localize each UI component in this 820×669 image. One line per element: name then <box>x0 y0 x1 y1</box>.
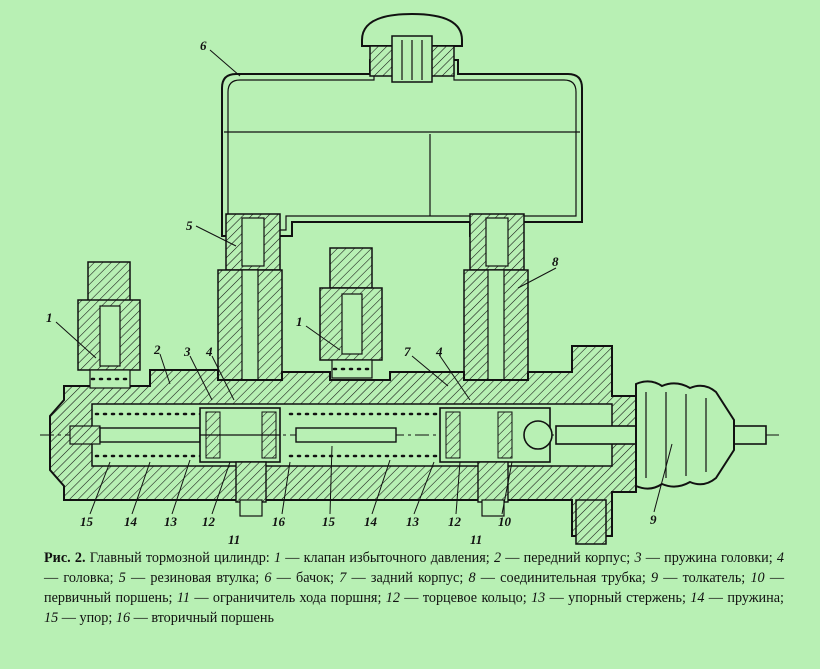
reservoir <box>221 12 583 237</box>
figure-title: Главный тормозной цилиндр: <box>89 550 270 566</box>
legend-item: 10 — первичный поршень; <box>44 570 784 606</box>
legend-number: 3 <box>634 550 642 566</box>
legend-item: 4 — головка; <box>44 550 784 586</box>
callout-2: 2 <box>153 342 161 357</box>
legend-text: — пружина головки; <box>641 550 777 566</box>
legend-number: 11 <box>176 590 190 606</box>
callout-14-left: 14 <box>124 514 138 529</box>
legend-number: 2 <box>493 550 502 566</box>
legend-text: — первичный поршень; <box>44 570 785 606</box>
master-cylinder-diagram: 6 5 8 1 1 2 3 4 7 4 15 14 13 12 11 16 15… <box>40 12 780 545</box>
legend-text: — задний корпус; <box>346 570 469 586</box>
legend-item: 5 — резиновая втулка; <box>119 570 265 586</box>
stroke-limiter-right <box>477 461 509 517</box>
legend-number: 8 <box>468 570 476 586</box>
callout-4-left: 4 <box>205 344 213 359</box>
legend-number: 9 <box>650 570 659 586</box>
legend-text: — бачок; <box>271 570 340 586</box>
callout-1-center: 1 <box>296 314 303 329</box>
legend-item: 1 — клапан избыточного давления; <box>274 550 494 566</box>
callout-4-right: 4 <box>435 344 443 359</box>
rubber-sleeve-left <box>225 213 281 271</box>
legend-item: 2 — передний корпус; <box>494 550 634 566</box>
secondary-piston <box>199 407 281 463</box>
legend-number: 7 <box>339 570 347 586</box>
stop <box>69 425 101 445</box>
legend-text: — резиновая втулка; <box>125 570 265 586</box>
figure-caption: Рис. 2. Главный тормозной цилиндр: 1 — к… <box>44 548 784 628</box>
primary-piston <box>439 407 553 463</box>
legend-item: 14 — пружина; <box>690 590 784 606</box>
callout-14-right: 14 <box>364 514 378 529</box>
callout-13-right: 13 <box>406 514 420 529</box>
callout-1-left: 1 <box>46 310 53 325</box>
figure-legend: 1 — клапан избыточного давления; 2 — пер… <box>44 550 784 626</box>
legend-item: 3 — пружина головки; <box>634 550 776 566</box>
legend-item: 16 — вторичный поршень <box>116 610 274 626</box>
pressure-valve-center <box>319 247 383 379</box>
legend-text: — упор; <box>58 610 116 626</box>
callout-6: 6 <box>200 38 207 53</box>
legend-text: — пружина; <box>704 590 784 606</box>
legend-text: — головка; <box>44 570 119 586</box>
thrust-rod-front <box>99 427 201 443</box>
callout-11-left: 11 <box>228 532 240 545</box>
stroke-limiter-left <box>235 461 267 517</box>
callout-13-left: 13 <box>164 514 178 529</box>
callout-15-center: 15 <box>322 514 336 529</box>
callout-11-right: 11 <box>470 532 482 545</box>
callout-8: 8 <box>552 254 559 269</box>
legend-text: — соединительная трубка; <box>475 570 651 586</box>
callout-15-left: 15 <box>80 514 94 529</box>
legend-text: — упорный стержень; <box>545 590 691 606</box>
legend-text: — передний корпус; <box>501 550 635 566</box>
legend-number: 14 <box>690 590 705 606</box>
legend-item: 12 — торцевое кольцо; <box>386 590 531 606</box>
rubber-sleeve-right <box>469 213 525 271</box>
pressure-valve-left <box>77 261 141 389</box>
legend-item: 8 — соединительная трубка; <box>468 570 651 586</box>
legend-item: 11 — ограничитель хода поршня; <box>177 590 386 606</box>
legend-item: 13 — упорный стержень; <box>531 590 690 606</box>
connecting-tube <box>217 269 529 381</box>
legend-text: — ограничитель хода поршня; <box>190 590 386 606</box>
legend-number: 13 <box>531 590 546 606</box>
legend-number: 5 <box>118 570 126 586</box>
legend-text: — клапан избыточного давления; <box>281 550 494 566</box>
callout-10: 10 <box>498 514 512 529</box>
callout-7: 7 <box>404 344 411 359</box>
legend-number: 16 <box>115 610 131 626</box>
legend-number: 10 <box>750 570 765 586</box>
callout-9: 9 <box>650 512 657 527</box>
legend-item: 6 — бачок; <box>264 570 339 586</box>
legend-number: 1 <box>273 550 282 566</box>
callout-12-left: 12 <box>202 514 216 529</box>
legend-text: — толкатель; <box>658 570 751 586</box>
figure-label: Рис. 2. <box>44 550 86 566</box>
legend-text: — торцевое кольцо; <box>399 590 532 606</box>
leader-lines <box>55 49 673 515</box>
legend-item: 7 — задний корпус; <box>339 570 468 586</box>
legend-number: 6 <box>264 570 272 586</box>
legend-item: 15 — упор; <box>44 610 116 626</box>
callout-16: 16 <box>272 514 286 529</box>
pushrod <box>555 380 767 490</box>
callout-5: 5 <box>186 218 193 233</box>
thrust-rod-rear <box>295 427 397 443</box>
callout-12-right: 12 <box>448 514 462 529</box>
legend-text: — вторичный поршень <box>130 610 274 626</box>
legend-number: 12 <box>385 590 400 606</box>
callout-3: 3 <box>183 344 191 359</box>
legend-number: 15 <box>44 610 59 626</box>
legend-number: 4 <box>776 550 784 566</box>
legend-item: 9 — толкатель; <box>651 570 750 586</box>
